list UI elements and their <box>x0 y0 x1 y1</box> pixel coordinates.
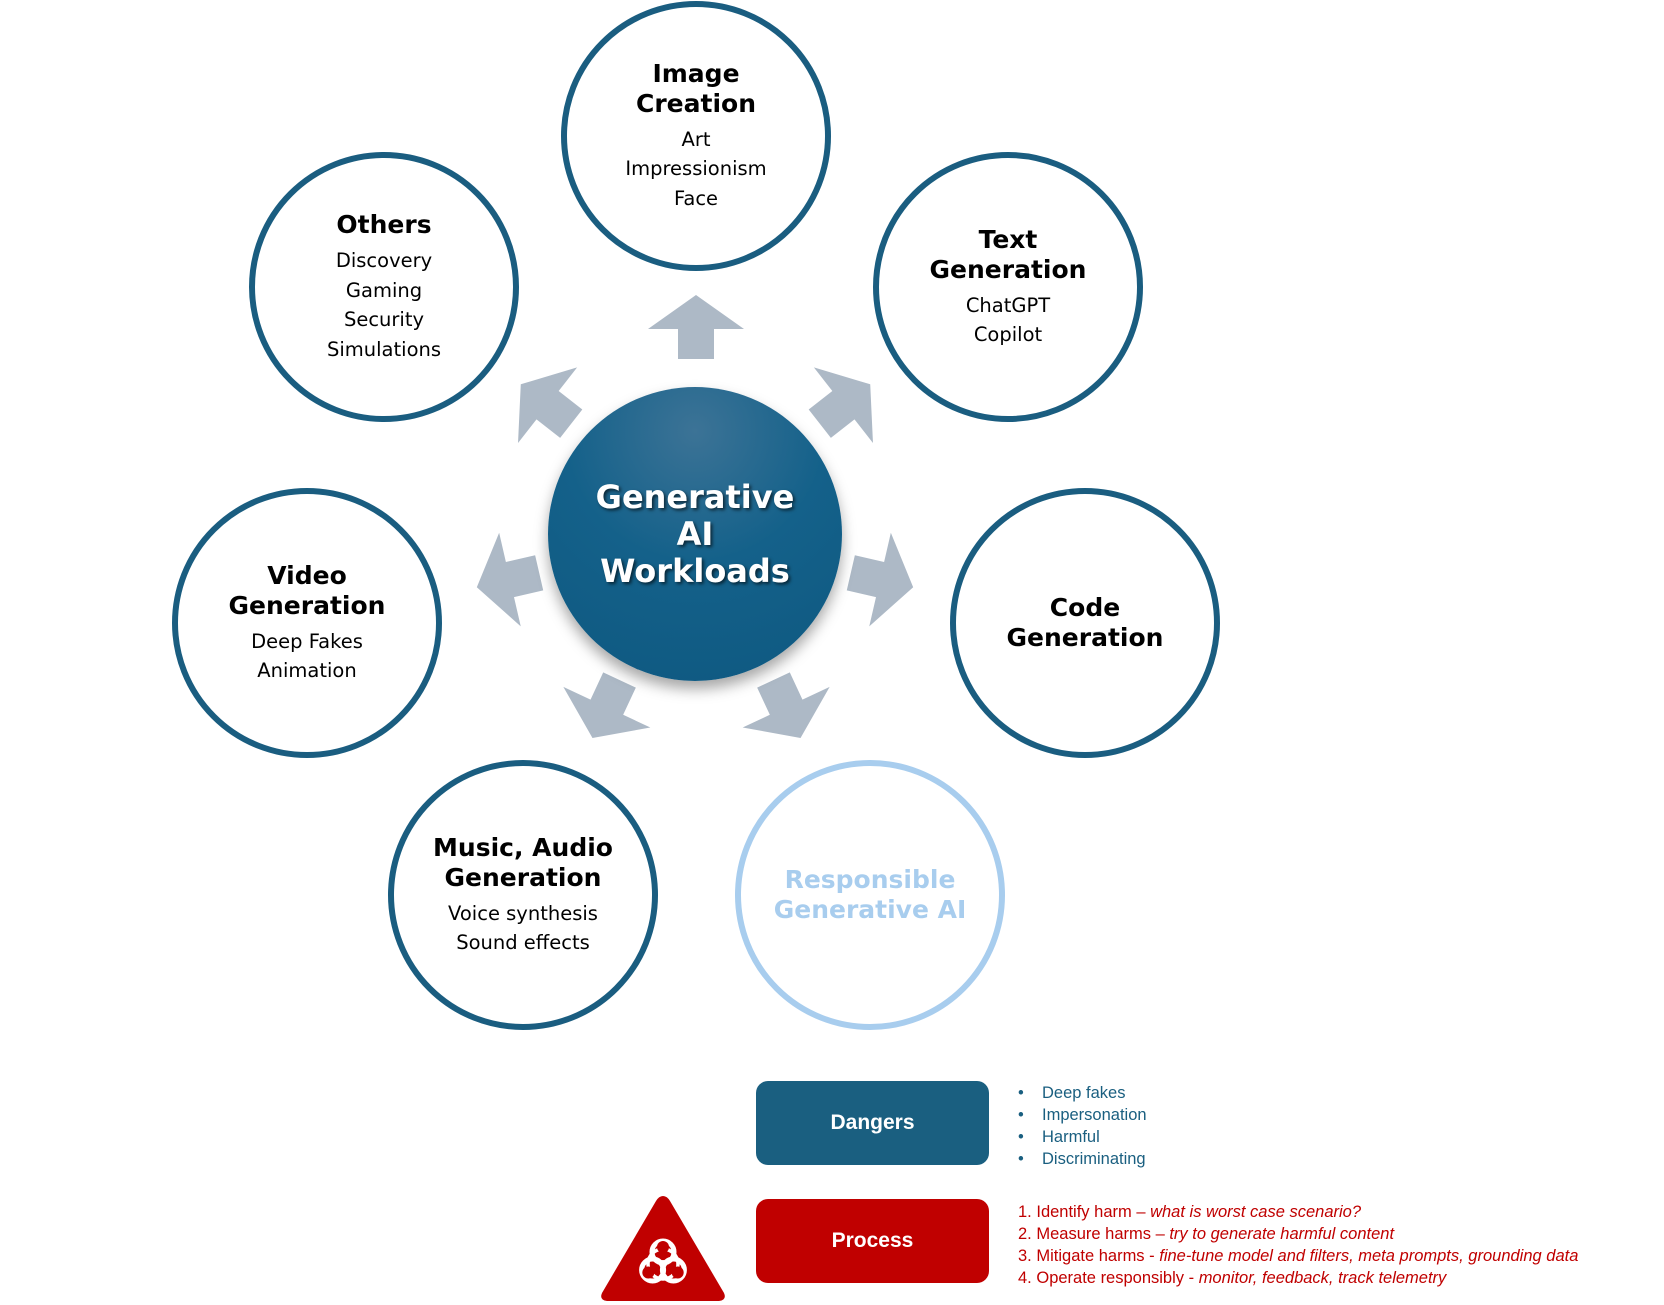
dangers-item: Impersonation <box>1018 1104 1147 1126</box>
process-step: 3. Mitigate harms - fine-tune model and … <box>1018 1247 1579 1265</box>
node-items: Art Impressionism Face <box>625 125 766 214</box>
arrow-to-others <box>518 367 583 444</box>
dangers-item: Harmful <box>1018 1126 1147 1148</box>
biohazard-warning-icon <box>601 1196 725 1301</box>
node-items: Discovery Gaming Security Simulations <box>327 246 441 364</box>
node-title: Others <box>336 210 432 239</box>
process-step: 4. Operate responsibly - monitor, feedba… <box>1018 1269 1447 1287</box>
dangers-list: Deep fakes Impersonation Harmful Discrim… <box>1018 1082 1147 1170</box>
node-item: Face <box>673 186 719 210</box>
process-step: 1. Identify harm – what is worst case sc… <box>1018 1203 1362 1221</box>
hub-generative-ai-workloads: Generative AI Workloads <box>548 387 842 681</box>
node-item: Copilot <box>973 323 1043 346</box>
arrow-to-code-generation <box>846 532 914 627</box>
node-item: ChatGPT <box>965 293 1051 317</box>
node-items: Voice synthesis Sound effects <box>448 899 598 958</box>
node-item: Sound effects <box>456 931 590 954</box>
node-item: Security <box>343 308 425 331</box>
arrow-to-text-generation <box>808 367 873 444</box>
arrow-to-video-generation <box>476 532 544 627</box>
dangers-item: Deep fakes <box>1018 1082 1147 1104</box>
node-item: Deep Fakes <box>251 629 363 653</box>
process-list: 1. Identify harm – what is worst case sc… <box>1018 1201 1578 1289</box>
dangers-box: Dangers <box>756 1081 989 1165</box>
node-item: Animation <box>257 659 357 682</box>
process-box: Process <box>756 1199 989 1283</box>
node-item: Gaming <box>345 278 423 302</box>
arrow-to-responsible-ai <box>742 672 830 739</box>
arrow-to-image-creation <box>648 295 744 359</box>
node-item: Impressionism <box>625 157 767 181</box>
node-item: Art <box>681 127 711 151</box>
hub-title: Generative AI Workloads <box>595 477 795 590</box>
node-item: Discovery <box>335 249 433 272</box>
node-item: Simulations <box>326 337 442 361</box>
node-item: Voice synthesis <box>448 901 598 925</box>
node-items: ChatGPT Copilot <box>966 291 1050 350</box>
node-items: Deep Fakes Animation <box>251 627 363 686</box>
process-step: 2. Measure harms – try to generate harmf… <box>1018 1225 1395 1243</box>
dangers-item: Discriminating <box>1018 1148 1147 1170</box>
arrow-to-music-generation <box>563 672 651 739</box>
node-others: Others Discovery Gaming Security Simulat… <box>249 152 519 422</box>
